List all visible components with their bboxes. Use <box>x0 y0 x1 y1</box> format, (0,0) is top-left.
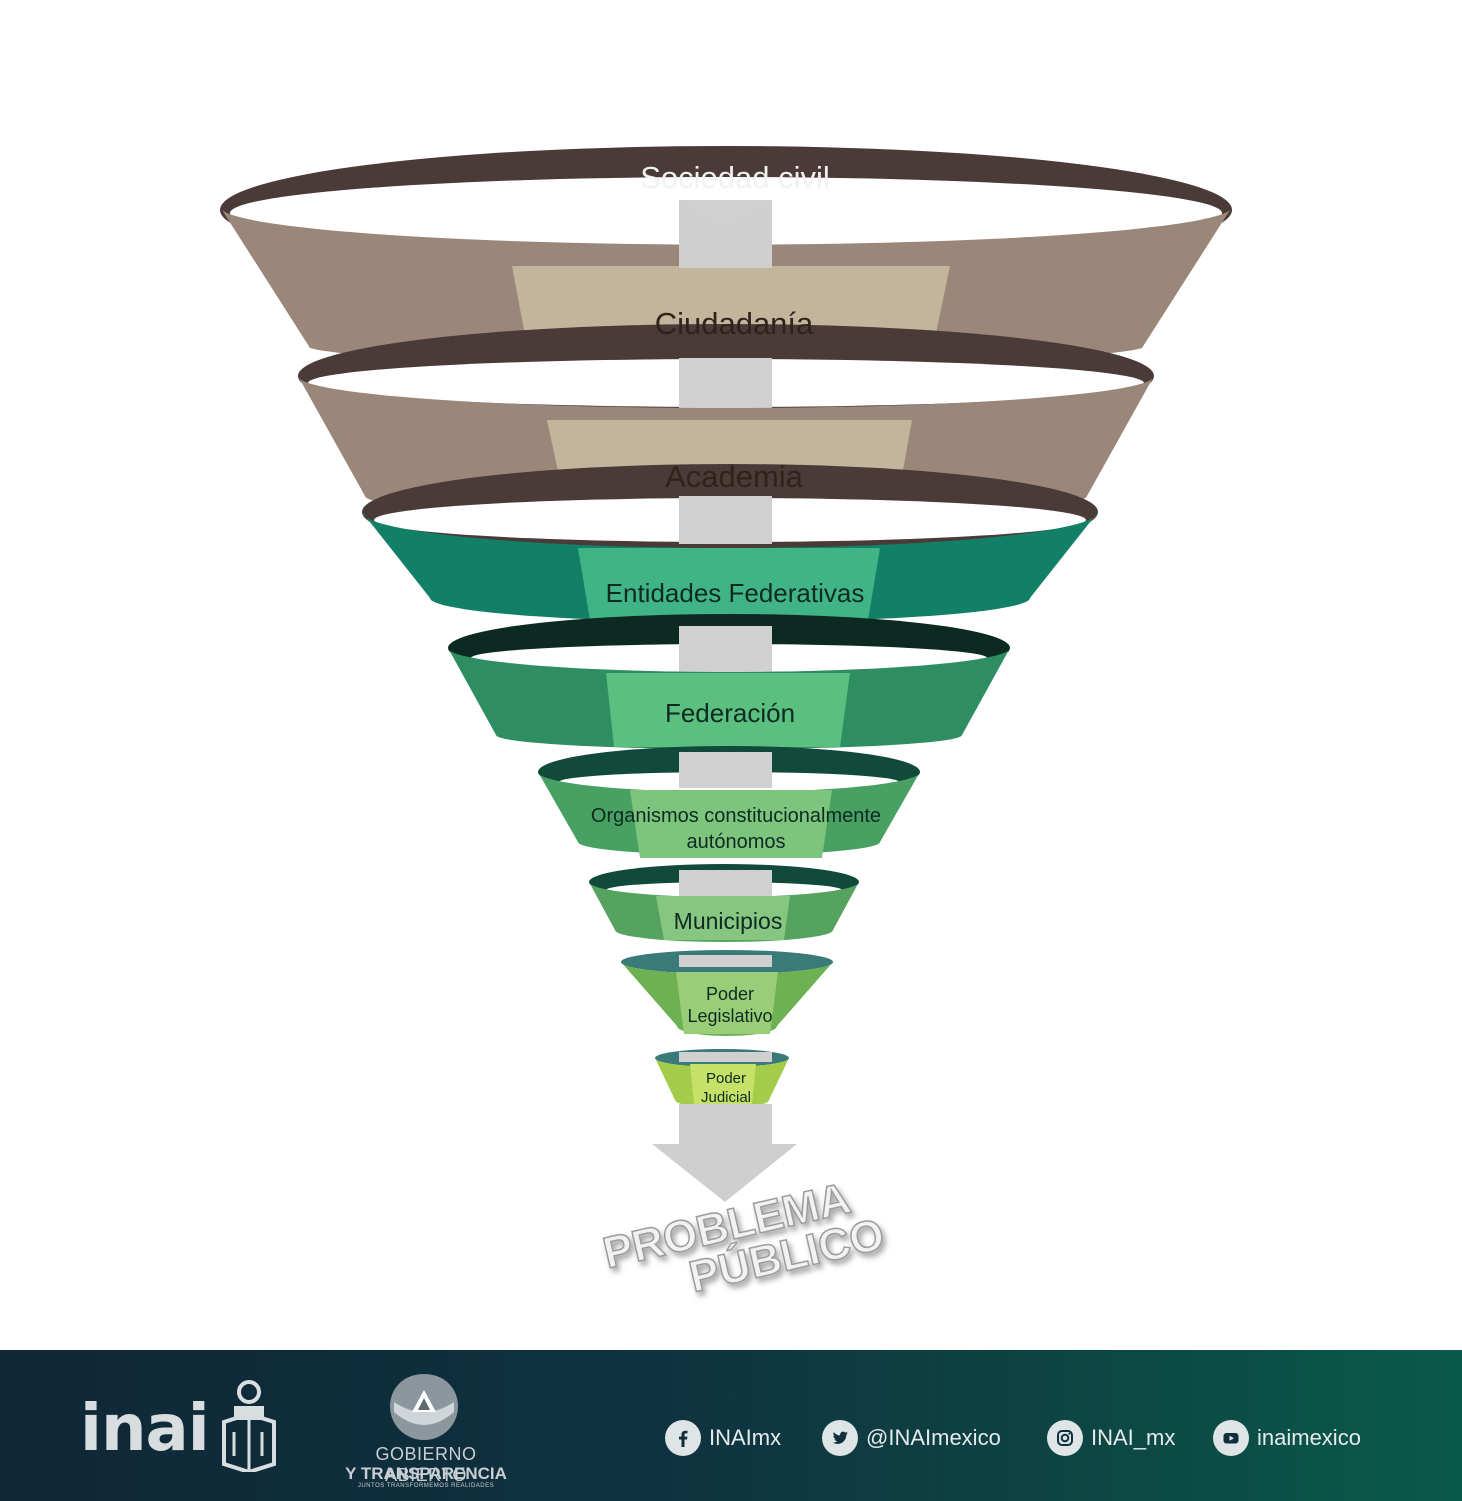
funnel-ring-poder-legislativo <box>621 950 833 1036</box>
facebook-icon <box>665 1420 701 1456</box>
youtube-icon <box>1213 1420 1249 1456</box>
label-entidades-federativas: Entidades Federativas <box>606 578 865 608</box>
label-judicial-line2: Judicial <box>701 1089 751 1106</box>
gobierno-line1: GOBIERNO ABIERTO <box>375 1444 477 1485</box>
twitter-handle: @INAImexico <box>866 1425 1001 1450</box>
label-organismos-line1: Organismos constitucionalmente <box>591 805 881 827</box>
gobierno-abierto-emblem-icon <box>390 1374 458 1440</box>
label-ciudadania: Ciudadanía <box>655 306 814 341</box>
social-youtube[interactable]: inaimexico <box>1213 1420 1361 1456</box>
social-instagram[interactable]: INAI_mx <box>1047 1420 1175 1456</box>
funnel-ring-poder-judicial <box>655 1049 789 1108</box>
label-legislativo-line1: Poder <box>706 984 754 1004</box>
social-twitter[interactable]: @INAImexico <box>822 1420 1001 1456</box>
youtube-handle: inaimexico <box>1257 1425 1361 1450</box>
footer-bar: inai GOBIERNO ABIERTO Y TRANSPARENCIA JU… <box>0 1350 1462 1501</box>
social-facebook[interactable]: INAImx <box>665 1420 781 1456</box>
instagram-icon <box>1047 1420 1083 1456</box>
funnel-diagram: Sociedad civil Ciudadanía Academia Entid… <box>220 146 1232 1303</box>
label-academia: Academia <box>665 459 804 494</box>
label-judicial-line1: Poder <box>706 1070 746 1087</box>
facebook-handle: INAImx <box>709 1425 782 1450</box>
twitter-icon <box>822 1420 858 1456</box>
gobierno-line2: Y TRANSPARENCIA <box>345 1464 507 1483</box>
problema-publico-text: PROBLEMA PÚBLICO <box>598 1173 890 1303</box>
funnel-ring-federacion <box>448 614 1010 749</box>
gobierno-abierto-logo: GOBIERNO ABIERTO Y TRANSPARENCIA JUNTOS … <box>336 1372 518 1490</box>
label-sociedad-civil: Sociedad civil <box>640 160 830 195</box>
instagram-handle: INAI_mx <box>1091 1425 1176 1450</box>
label-federacion: Federación <box>665 698 795 728</box>
label-organismos-line2: autónomos <box>687 831 786 853</box>
label-municipios: Municipios <box>674 908 783 934</box>
gobierno-tagline: JUNTOS TRANSFORMEMOS REALIDADES <box>357 1483 495 1489</box>
label-legislativo-line2: Legislativo <box>687 1006 772 1026</box>
inai-wordmark: inai <box>80 1392 210 1466</box>
inai-person-box-icon <box>222 1380 276 1472</box>
funnel-ring-municipios <box>589 864 859 942</box>
funnel-ring-organismos-autonomos <box>538 746 920 858</box>
funnel-ring-entidades-federativas <box>362 464 1098 622</box>
down-arrow <box>652 200 797 1202</box>
